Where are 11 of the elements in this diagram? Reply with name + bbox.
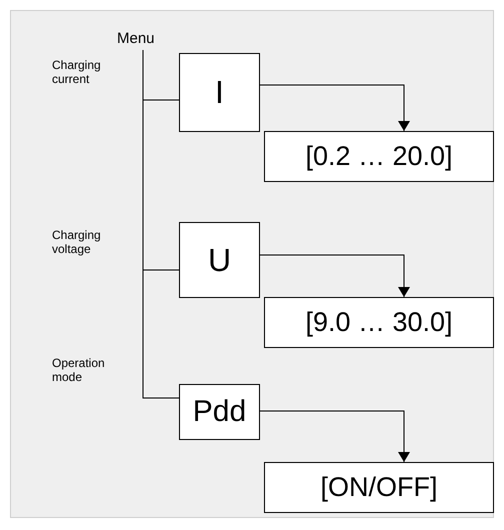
arrow [260, 84, 410, 132]
menu-item-box: Pdd [179, 384, 260, 440]
value-range-box: [0.2 … 20.0] [264, 131, 494, 182]
arrow [260, 254, 410, 298]
connector-line [142, 50, 180, 398]
menu-item-box: U [179, 222, 260, 298]
menu-item-box: I [179, 53, 260, 132]
value-range-box: [ON/OFF] [264, 462, 494, 513]
menu-label: Menu [117, 30, 155, 47]
arrow [260, 410, 410, 462]
value-range-box: [9.0 … 30.0] [264, 297, 494, 348]
